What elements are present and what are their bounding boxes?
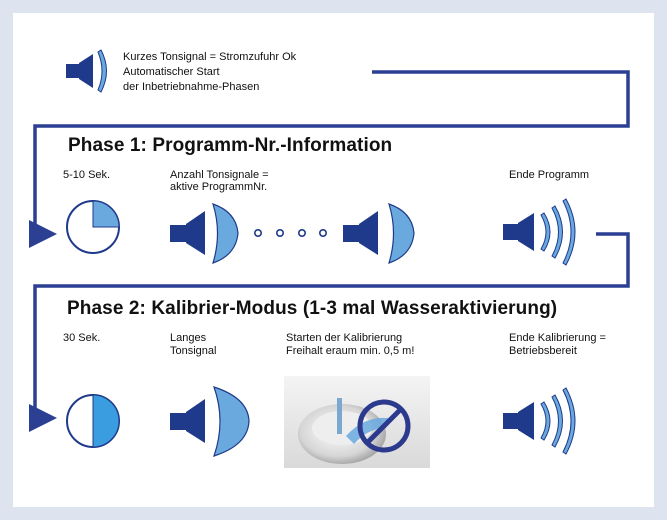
phase2-long-signal-line2: Tonsignal xyxy=(170,345,217,357)
intro-text-line2: Automatischer Start xyxy=(123,66,220,78)
phase1-title: Phase 1: Programm-Nr.-Information xyxy=(68,135,393,156)
flow-arrow-icon xyxy=(29,70,630,248)
phase2-long-signal-line1: Langes xyxy=(170,332,207,344)
speaker-icon xyxy=(170,399,205,443)
phase2-end-line1: Ende Kalibrierung = xyxy=(509,332,606,344)
sound-wave-icon xyxy=(540,387,576,455)
flow-arrow-icon xyxy=(29,232,630,432)
sound-wave-icon xyxy=(540,198,576,266)
phase1-count-label-line1: Anzahl Tonsignale = xyxy=(170,169,269,181)
sound-wave-icon xyxy=(213,386,250,457)
timer-icon xyxy=(66,394,120,448)
intro-text-line3: der Inbetriebnahme-Phasen xyxy=(123,81,260,93)
timer-icon xyxy=(66,200,120,254)
prohibited-icon xyxy=(357,399,411,453)
intro-text-line1: Kurzes Tonsignal = Stromzufuhr Ok xyxy=(123,51,297,63)
speaker-icon xyxy=(503,402,534,440)
phase2-calibration-line1: Starten der Kalibrierung xyxy=(286,332,403,344)
phase1-count-label-line2: aktive ProgrammNr. xyxy=(170,181,268,193)
phase2-end-line2: Betriebsbereit xyxy=(509,345,577,357)
phase2-calibration-line2: Freihalt eraum min. 0,5 m! xyxy=(286,345,415,357)
speaker-icon xyxy=(170,211,205,255)
sound-wave-icon xyxy=(388,203,415,264)
phase1-timer-label: 5-10 Sek. xyxy=(63,169,111,181)
phase2-timer-label: 30 Sek. xyxy=(63,332,101,344)
sound-wave-icon xyxy=(212,203,239,264)
speaker-icon xyxy=(503,213,534,251)
faucet-prohibited-image xyxy=(284,376,430,468)
speaker-icon xyxy=(343,211,378,255)
sound-wave-icon xyxy=(97,49,107,93)
phase1-end-label: Ende Programm xyxy=(509,169,590,181)
speaker-icon xyxy=(66,54,93,88)
phase2-title: Phase 2: Kalibrier-Modus (1-3 mal Wasser… xyxy=(67,298,558,319)
sequence-dots xyxy=(254,229,327,238)
